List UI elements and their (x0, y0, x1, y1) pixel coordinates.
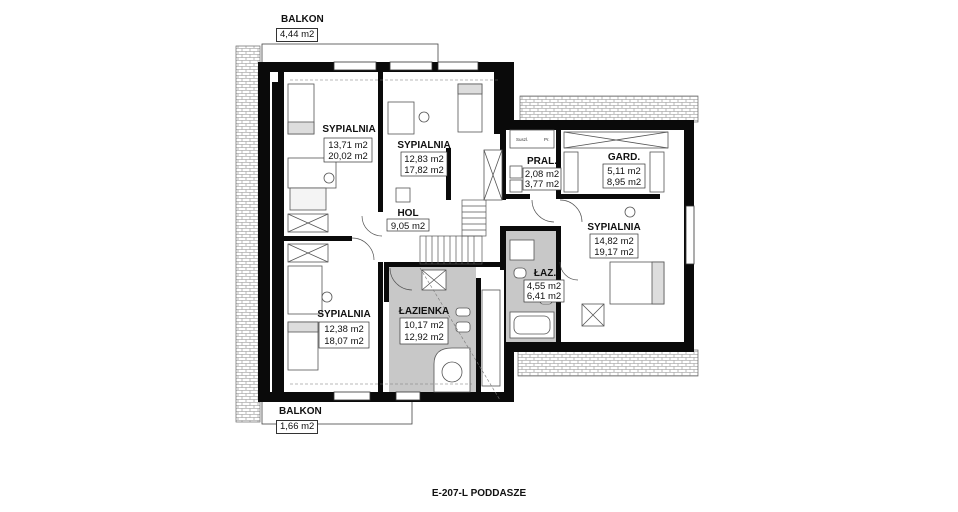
svg-text:13,71 m2: 13,71 m2 (328, 140, 368, 151)
svg-text:3,77 m2: 3,77 m2 (525, 179, 559, 190)
svg-text:12,92 m2: 12,92 m2 (404, 332, 444, 343)
room-hol: HOL 9,05 m2 (386, 208, 430, 232)
balcony-top-label: BALKON (281, 14, 324, 25)
svg-text:14,82 m2: 14,82 m2 (594, 236, 634, 247)
staircase (419, 199, 487, 265)
roof-lines (290, 79, 501, 401)
svg-text:20,02 m2: 20,02 m2 (328, 151, 368, 162)
balcony-top-area-value: 4,44 m2 (276, 28, 319, 42)
svg-text:17,82 m2: 17,82 m2 (404, 165, 444, 176)
svg-text:SYPIALNIA: SYPIALNIA (587, 222, 640, 233)
svg-text:8,95 m2: 8,95 m2 (607, 177, 641, 188)
furniture (287, 83, 669, 371)
svg-text:5,11 m2: 5,11 m2 (607, 166, 641, 177)
balcony-bottom-label: BALKON (279, 406, 322, 417)
svg-text:ŁAZIENKA: ŁAZIENKA (399, 306, 450, 317)
svg-text:12,83 m2: 12,83 m2 (404, 154, 444, 165)
svg-text:HOL: HOL (397, 208, 418, 219)
room-sypialnia-3: SYPIALNIA 14,82 m2 19,17 m2 (587, 222, 641, 259)
svg-text:SYPIALNIA: SYPIALNIA (322, 124, 375, 135)
room-sypialnia-2: SYPIALNIA 12,83 m2 17,82 m2 (397, 140, 451, 177)
svg-text:9,05 m2: 9,05 m2 (391, 221, 425, 232)
plan-caption: E-207-L PODDASZE (431, 488, 527, 499)
balcony-bottom-area (261, 397, 413, 425)
svg-text:12,38 m2: 12,38 m2 (324, 324, 364, 335)
balcony-top-area (261, 43, 439, 65)
svg-text:Suszl.: Suszl. (516, 137, 528, 142)
svg-text:GARD.: GARD. (608, 152, 640, 163)
svg-text:SYPIALNIA: SYPIALNIA (397, 140, 450, 151)
svg-text:PRAL.: PRAL. (527, 156, 557, 167)
room-lazienka: ŁAZIENKA 10,17 m2 12,92 m2 (399, 306, 450, 345)
room-pral: PRAL. 2,08 m2 3,77 m2 Suszl. Pr. (516, 137, 562, 191)
svg-text:2,08 m2: 2,08 m2 (525, 169, 559, 180)
balcony-bottom-area-value: 1,66 m2 (276, 420, 319, 434)
room-gard: GARD. 5,11 m2 8,95 m2 (602, 152, 646, 189)
svg-text:10,17 m2: 10,17 m2 (404, 320, 444, 331)
svg-text:ŁAZ.: ŁAZ. (534, 268, 556, 279)
svg-text:6,41 m2: 6,41 m2 (527, 291, 561, 302)
roof-edge-left (235, 45, 261, 423)
bathroom-fixtures (421, 239, 555, 393)
svg-text:Pr.: Pr. (544, 137, 550, 142)
room-laz: ŁAZ. 4,55 m2 6,41 m2 (523, 268, 565, 303)
svg-text:18,07 m2: 18,07 m2 (324, 336, 364, 347)
windows (333, 61, 695, 401)
svg-text:19,17 m2: 19,17 m2 (594, 247, 634, 258)
svg-text:4,55 m2: 4,55 m2 (527, 281, 561, 292)
roof-edge-right-top (519, 95, 699, 123)
svg-text:SYPIALNIA: SYPIALNIA (317, 309, 370, 320)
roof-edge-right-bottom (517, 349, 699, 377)
room-sypialnia-1: SYPIALNIA 13,71 m2 20,02 m2 (322, 124, 376, 163)
room-sypialnia-4: SYPIALNIA 12,38 m2 18,07 m2 (317, 309, 371, 349)
